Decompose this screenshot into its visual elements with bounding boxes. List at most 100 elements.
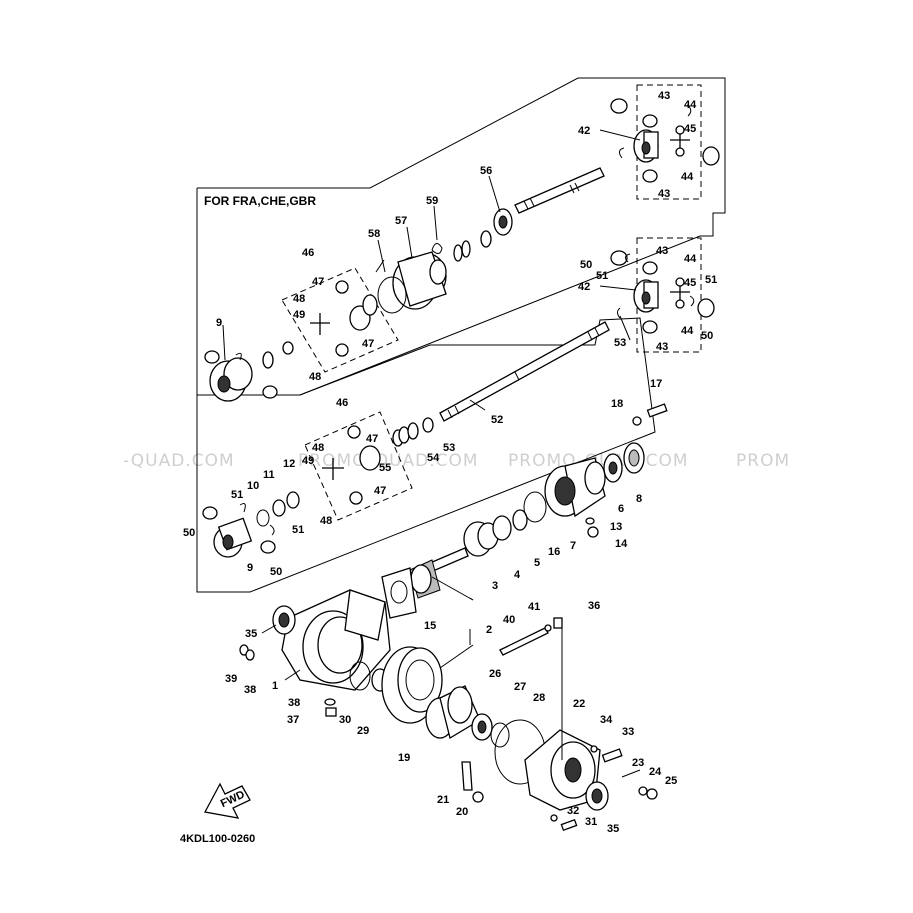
joint-group-box-middle	[636, 237, 702, 353]
watermark-text-2: PROMO-QUAD.COM	[298, 451, 479, 471]
breather-36	[553, 617, 563, 629]
bearing-6	[603, 453, 623, 483]
callout: 4	[514, 569, 521, 581]
callout: 48	[312, 442, 324, 454]
bolt-31-washer-32	[550, 814, 578, 832]
callout: 50	[183, 527, 195, 539]
callout: 51	[292, 524, 304, 536]
callout: 48	[320, 515, 332, 527]
joint-group-box-upper	[636, 84, 702, 200]
callout: 45	[684, 123, 696, 135]
callout: 45	[684, 277, 696, 289]
watermark-text-4: PROM	[736, 451, 790, 471]
oil-seal-35-left	[272, 605, 296, 635]
bolt-17	[646, 403, 668, 418]
callout: 9	[247, 562, 253, 574]
callout: 51	[596, 270, 608, 282]
lower-yoke-9	[202, 491, 300, 558]
bearing-26	[471, 713, 493, 741]
shim-30	[349, 661, 371, 691]
callout: 31	[585, 816, 597, 828]
callout: 46	[302, 247, 314, 259]
callout: 22	[573, 698, 585, 710]
spring-23-24-25	[621, 769, 658, 800]
leader-lines	[222, 129, 641, 760]
variant-spring-rings	[453, 230, 492, 262]
callout: 38	[244, 684, 256, 696]
callout: 1	[272, 680, 278, 692]
callout: 30	[339, 714, 351, 726]
watermark-text-1: -QUAD.COM	[123, 451, 235, 471]
callout: 41	[528, 601, 540, 613]
callout: 24	[649, 766, 662, 778]
callout: 48	[293, 293, 305, 305]
callout: 51	[231, 489, 243, 501]
joint-group-box-variant	[281, 267, 399, 373]
washer-13-nut-14	[585, 517, 599, 538]
callout: 12	[283, 458, 295, 470]
callout: 49	[302, 455, 314, 467]
gasket-15	[381, 567, 417, 619]
callouts: 1 2 3 4 5 6 7 8 9 9 10 11 12 13 14 15 16…	[183, 90, 717, 835]
collar-4	[492, 515, 512, 541]
spring-39	[239, 644, 255, 661]
callout: 39	[225, 673, 237, 685]
shaft-spring-54	[392, 417, 434, 447]
callout: 43	[656, 245, 668, 257]
callout: 43	[658, 188, 670, 200]
callout: 15	[424, 620, 436, 632]
callout: 47	[366, 433, 378, 445]
callout: 55	[379, 462, 391, 474]
diff-case-1	[281, 589, 391, 691]
oil-seal-8	[623, 442, 645, 474]
callout: 3	[492, 580, 498, 592]
fwd-arrow-icon: FWD	[204, 782, 251, 819]
callout: 50	[701, 330, 713, 342]
joint-yoke-upper	[610, 98, 720, 183]
callout: 25	[665, 775, 677, 787]
pinion-gear-2	[409, 547, 469, 599]
callout: 52	[491, 414, 503, 426]
variant-yoke-9	[204, 341, 294, 402]
callout: 53	[614, 337, 626, 349]
callout: 28	[533, 692, 545, 704]
callout: 47	[362, 338, 374, 350]
callout: 44	[681, 171, 694, 183]
callout: 35	[607, 823, 619, 835]
callout: 26	[489, 668, 501, 680]
callout: 50	[270, 566, 282, 578]
callout: 29	[357, 725, 369, 737]
callout: 27	[514, 681, 526, 693]
joint-yoke-middle	[610, 250, 715, 334]
callout: 40	[503, 614, 515, 626]
oring-16	[523, 491, 547, 523]
callout: 49	[293, 309, 305, 321]
callout: 54	[427, 452, 440, 464]
callout: 48	[309, 371, 321, 383]
callout: 21	[437, 794, 449, 806]
callout: 57	[395, 215, 407, 227]
washer-18	[632, 416, 642, 426]
shaft-group-frame-outline	[196, 317, 656, 593]
callout: 50	[580, 259, 592, 271]
callout: 37	[287, 714, 299, 726]
callout: 53	[443, 442, 455, 454]
callout: 47	[374, 485, 386, 497]
pin-40-41	[499, 624, 552, 656]
callout: 35	[245, 628, 257, 640]
callout: 42	[578, 125, 590, 137]
callout: 58	[368, 228, 380, 240]
callout: 47	[312, 276, 324, 288]
callout: 16	[548, 546, 560, 558]
gear-case-22	[524, 729, 601, 811]
watermark: -QUAD.COM PROMO-QUAD.COM PROMO-QUAD.COM …	[123, 451, 790, 471]
callout: 32	[567, 805, 579, 817]
callout: 9	[216, 317, 222, 329]
callout: 11	[263, 469, 275, 481]
callout: 34	[600, 714, 613, 726]
callout: 8	[636, 493, 642, 505]
callout: 56	[480, 165, 492, 177]
ring-gear-2	[381, 646, 443, 724]
callout: 38	[288, 697, 300, 709]
joint-cross-variant	[310, 280, 378, 357]
